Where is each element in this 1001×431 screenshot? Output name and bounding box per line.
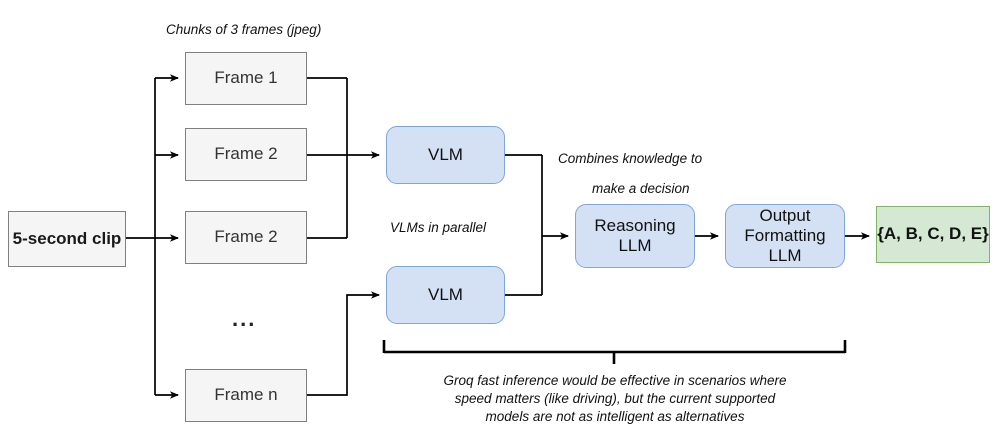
node-label: VLM	[428, 144, 463, 164]
node-label: Reasoning LLM	[594, 215, 676, 255]
vlms-in-parallel-caption: VLMs in parallel	[390, 220, 487, 235]
node-label-line1: Output	[759, 205, 811, 225]
node-label: VLM	[428, 284, 463, 304]
combines-knowledge-caption-line2: make a decision	[592, 181, 690, 196]
node-label-line2: Formatting LLM	[744, 225, 826, 266]
combines-knowledge-caption-line1: Combines knowledge to	[558, 151, 703, 166]
footnote-line1: Groq fast inference would be effective i…	[443, 373, 787, 388]
node-label: 5-second clip	[12, 228, 122, 248]
chunks-caption: Chunks of 3 frames (jpeg)	[166, 22, 322, 37]
node-frame-2[interactable]: Frame 2	[185, 128, 307, 181]
node-vlm-bottom[interactable]: VLM	[386, 266, 505, 324]
footnote-line3: models are not as intelligent as alterna…	[485, 409, 745, 424]
node-vlm-top[interactable]: VLM	[386, 126, 505, 184]
node-result[interactable]: {A, B, C, D, E}	[876, 206, 990, 263]
frames-ellipsis: ...	[232, 306, 257, 331]
node-frame-3[interactable]: Frame 2	[185, 211, 307, 264]
node-label: Frame n	[214, 385, 278, 405]
node-label: Frame 2	[214, 144, 278, 164]
node-output-formatting-llm[interactable]: Output Formatting LLM	[725, 204, 845, 268]
node-frame-1[interactable]: Frame 1	[185, 52, 307, 105]
node-frame-n[interactable]: Frame n	[185, 369, 307, 422]
footnote-line2: speed matters (like driving), but the cu…	[454, 391, 776, 406]
node-reasoning-llm[interactable]: Reasoning LLM	[575, 204, 695, 268]
node-5-second-clip[interactable]: 5-second clip	[8, 211, 126, 267]
node-label: Frame 1	[214, 68, 278, 88]
node-label: {A, B, C, D, E}	[877, 224, 989, 244]
node-label: Frame 2	[214, 227, 278, 247]
